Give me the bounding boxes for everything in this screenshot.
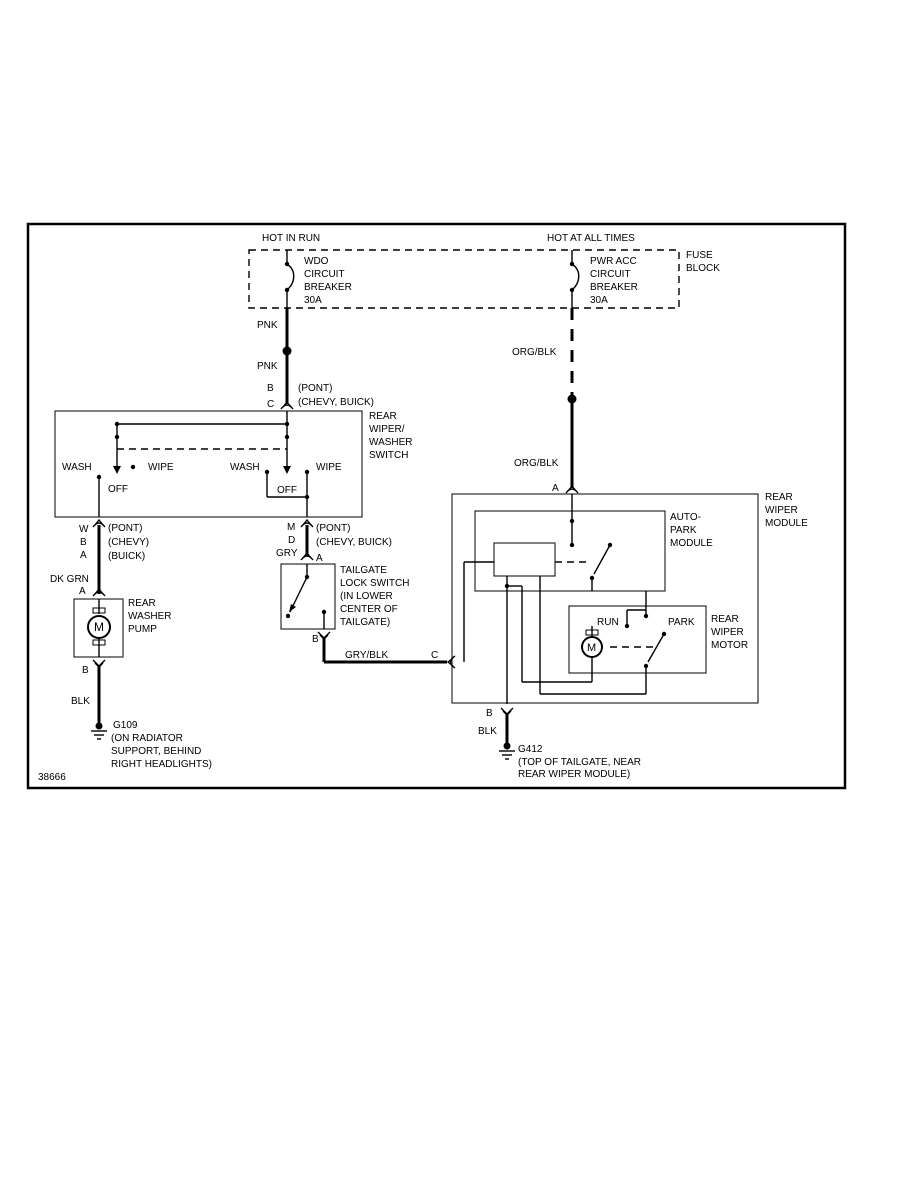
rear-wiper-motor (568, 605, 707, 674)
wdo-label: WDO (304, 256, 329, 267)
auto-park-module (474, 510, 666, 592)
pont-label: (PONT) (108, 523, 142, 534)
pnk-wire: PNK PNK B C (PONT) (CHEVY, BUICK) (257, 308, 374, 410)
run-label: RUN (597, 617, 619, 628)
control-circuit-block (493, 542, 556, 577)
blk-label: BLK (71, 696, 90, 707)
auto-park-label-2: PARK (670, 525, 697, 536)
connector-a-label: A (316, 553, 323, 564)
rating-label: 30A (590, 295, 608, 306)
circuit-label: CIRCUIT (304, 269, 345, 280)
buick-label: (BUICK) (108, 551, 145, 562)
org-blk-label: ORG/BLK (512, 347, 557, 358)
pump-label-2: WASHER (128, 611, 172, 622)
hot-in-run-label: HOT IN RUN (262, 233, 320, 244)
wash-label: WASH (230, 462, 260, 473)
gry-label: GRY (276, 548, 298, 559)
pwr-acc-circuit-breaker: PWR ACC CIRCUIT BREAKER 30A (569, 250, 638, 308)
wiper-motor-m: M (587, 642, 596, 654)
g109-location-2: SUPPORT, BEHIND (111, 746, 201, 757)
switch-label-4: SWITCH (369, 450, 408, 461)
connector-a-label: A (552, 483, 559, 494)
connector-c-label: C (267, 399, 274, 410)
g109-label: G109 (113, 720, 138, 731)
tailgate-switch-circuit: M D GRY (PONT) (CHEVY, BUICK) A TAILGATE… (276, 518, 456, 669)
connector-a-label: A (79, 586, 86, 597)
wipe-label: WIPE (148, 462, 174, 473)
auto-park-label: AUTO- (670, 512, 701, 523)
pump-label-3: PUMP (128, 624, 157, 635)
tailgate-switch-label-5: TAILGATE) (340, 617, 390, 628)
blk-label: BLK (478, 726, 497, 737)
motor-label-2: WIPER (711, 627, 744, 638)
motor-label: REAR (711, 614, 739, 625)
fuse-block: HOT IN RUN HOT AT ALL TIMES FUSE BLOCK (248, 233, 720, 309)
switch-label-2: WIPER/ (369, 424, 405, 435)
park-label: PARK (668, 617, 695, 628)
off-label: OFF (108, 484, 128, 495)
org-blk-wire: ORG/BLK ORG/BLK A (512, 308, 579, 494)
switch-label-3: WASHER (369, 437, 413, 448)
wash-label: WASH (62, 462, 92, 473)
connector-b-label: B (312, 634, 319, 645)
rear-wiper-washer-switch: REAR WIPER/ WASHER SWITCH WASH WIPE OFF … (54, 410, 413, 518)
dk-grn-label: DK GRN (50, 574, 89, 585)
breaker-label: BREAKER (304, 282, 352, 293)
tailgate-switch-label: TAILGATE (340, 565, 387, 576)
pont-label: (PONT) (316, 523, 350, 534)
rating-label: 30A (304, 295, 322, 306)
connector-m-label: M (287, 522, 295, 533)
connector-w-label: W (79, 524, 89, 535)
connector-d-label: D (288, 535, 295, 546)
auto-park-label-3: MODULE (670, 538, 713, 549)
wipe-label: WIPE (316, 462, 342, 473)
g412-location-2: REAR WIPER MODULE) (518, 769, 630, 780)
rear-wiper-module: REAR WIPER MODULE AUTO- PARK MODULE REAR… (451, 492, 808, 704)
connector-c-label: C (431, 650, 438, 661)
hot-at-all-times-label: HOT AT ALL TIMES (547, 233, 635, 244)
connector-b-label: B (267, 383, 274, 394)
breaker-label: BREAKER (590, 282, 638, 293)
diagram-frame (26, 222, 847, 790)
switch-label: REAR (369, 411, 397, 422)
motor-label-3: MOTOR (711, 640, 748, 651)
tailgate-switch-label-4: CENTER OF (340, 604, 398, 615)
g109-location-3: RIGHT HEADLIGHTS) (111, 759, 212, 770)
tailgate-switch-label-2: LOCK SWITCH (340, 578, 409, 589)
g109-location: (ON RADIATOR (111, 733, 183, 744)
gry-blk-label: GRY/BLK (345, 650, 388, 661)
washer-pump-circuit: W B A (PONT) (CHEVY) (BUICK) DK GRN A M … (50, 518, 212, 770)
fuse-block-label-2: BLOCK (686, 263, 720, 274)
pnk-label-2: PNK (257, 361, 278, 372)
g412-ground-circuit: B BLK G412 (TOP OF TAILGATE, NEAR REAR W… (478, 707, 641, 780)
pump-label: REAR (128, 598, 156, 609)
module-label-2: WIPER (765, 505, 798, 516)
connector-b-label: B (80, 537, 87, 548)
pump-motor-m: M (94, 620, 104, 634)
g412-label: G412 (518, 744, 543, 755)
wdo-circuit-breaker: WDO CIRCUIT BREAKER 30A (284, 250, 352, 308)
pwr-acc-label: PWR ACC (590, 256, 637, 267)
off-label: OFF (277, 485, 297, 496)
circuit-label: CIRCUIT (590, 269, 631, 280)
connector-a-label: A (80, 550, 87, 561)
org-blk-label-2: ORG/BLK (514, 458, 559, 469)
figure-id: 38666 (38, 772, 66, 783)
connector-b-label: B (82, 665, 89, 676)
chevy-buick-label: (CHEVY, BUICK) (316, 537, 392, 548)
tailgate-switch-label-3: (IN LOWER (340, 591, 393, 602)
module-label: REAR (765, 492, 793, 503)
g412-location: (TOP OF TAILGATE, NEAR (518, 757, 641, 768)
module-label-3: MODULE (765, 518, 808, 529)
chevy-label: (CHEVY) (108, 537, 149, 548)
tailgate-lock-switch (280, 563, 336, 630)
fuse-block-label: FUSE (686, 250, 713, 261)
connector-b-label: B (486, 708, 493, 719)
chevy-buick-label: (CHEVY, BUICK) (298, 397, 374, 408)
pnk-label: PNK (257, 320, 278, 331)
pont-label: (PONT) (298, 383, 332, 394)
